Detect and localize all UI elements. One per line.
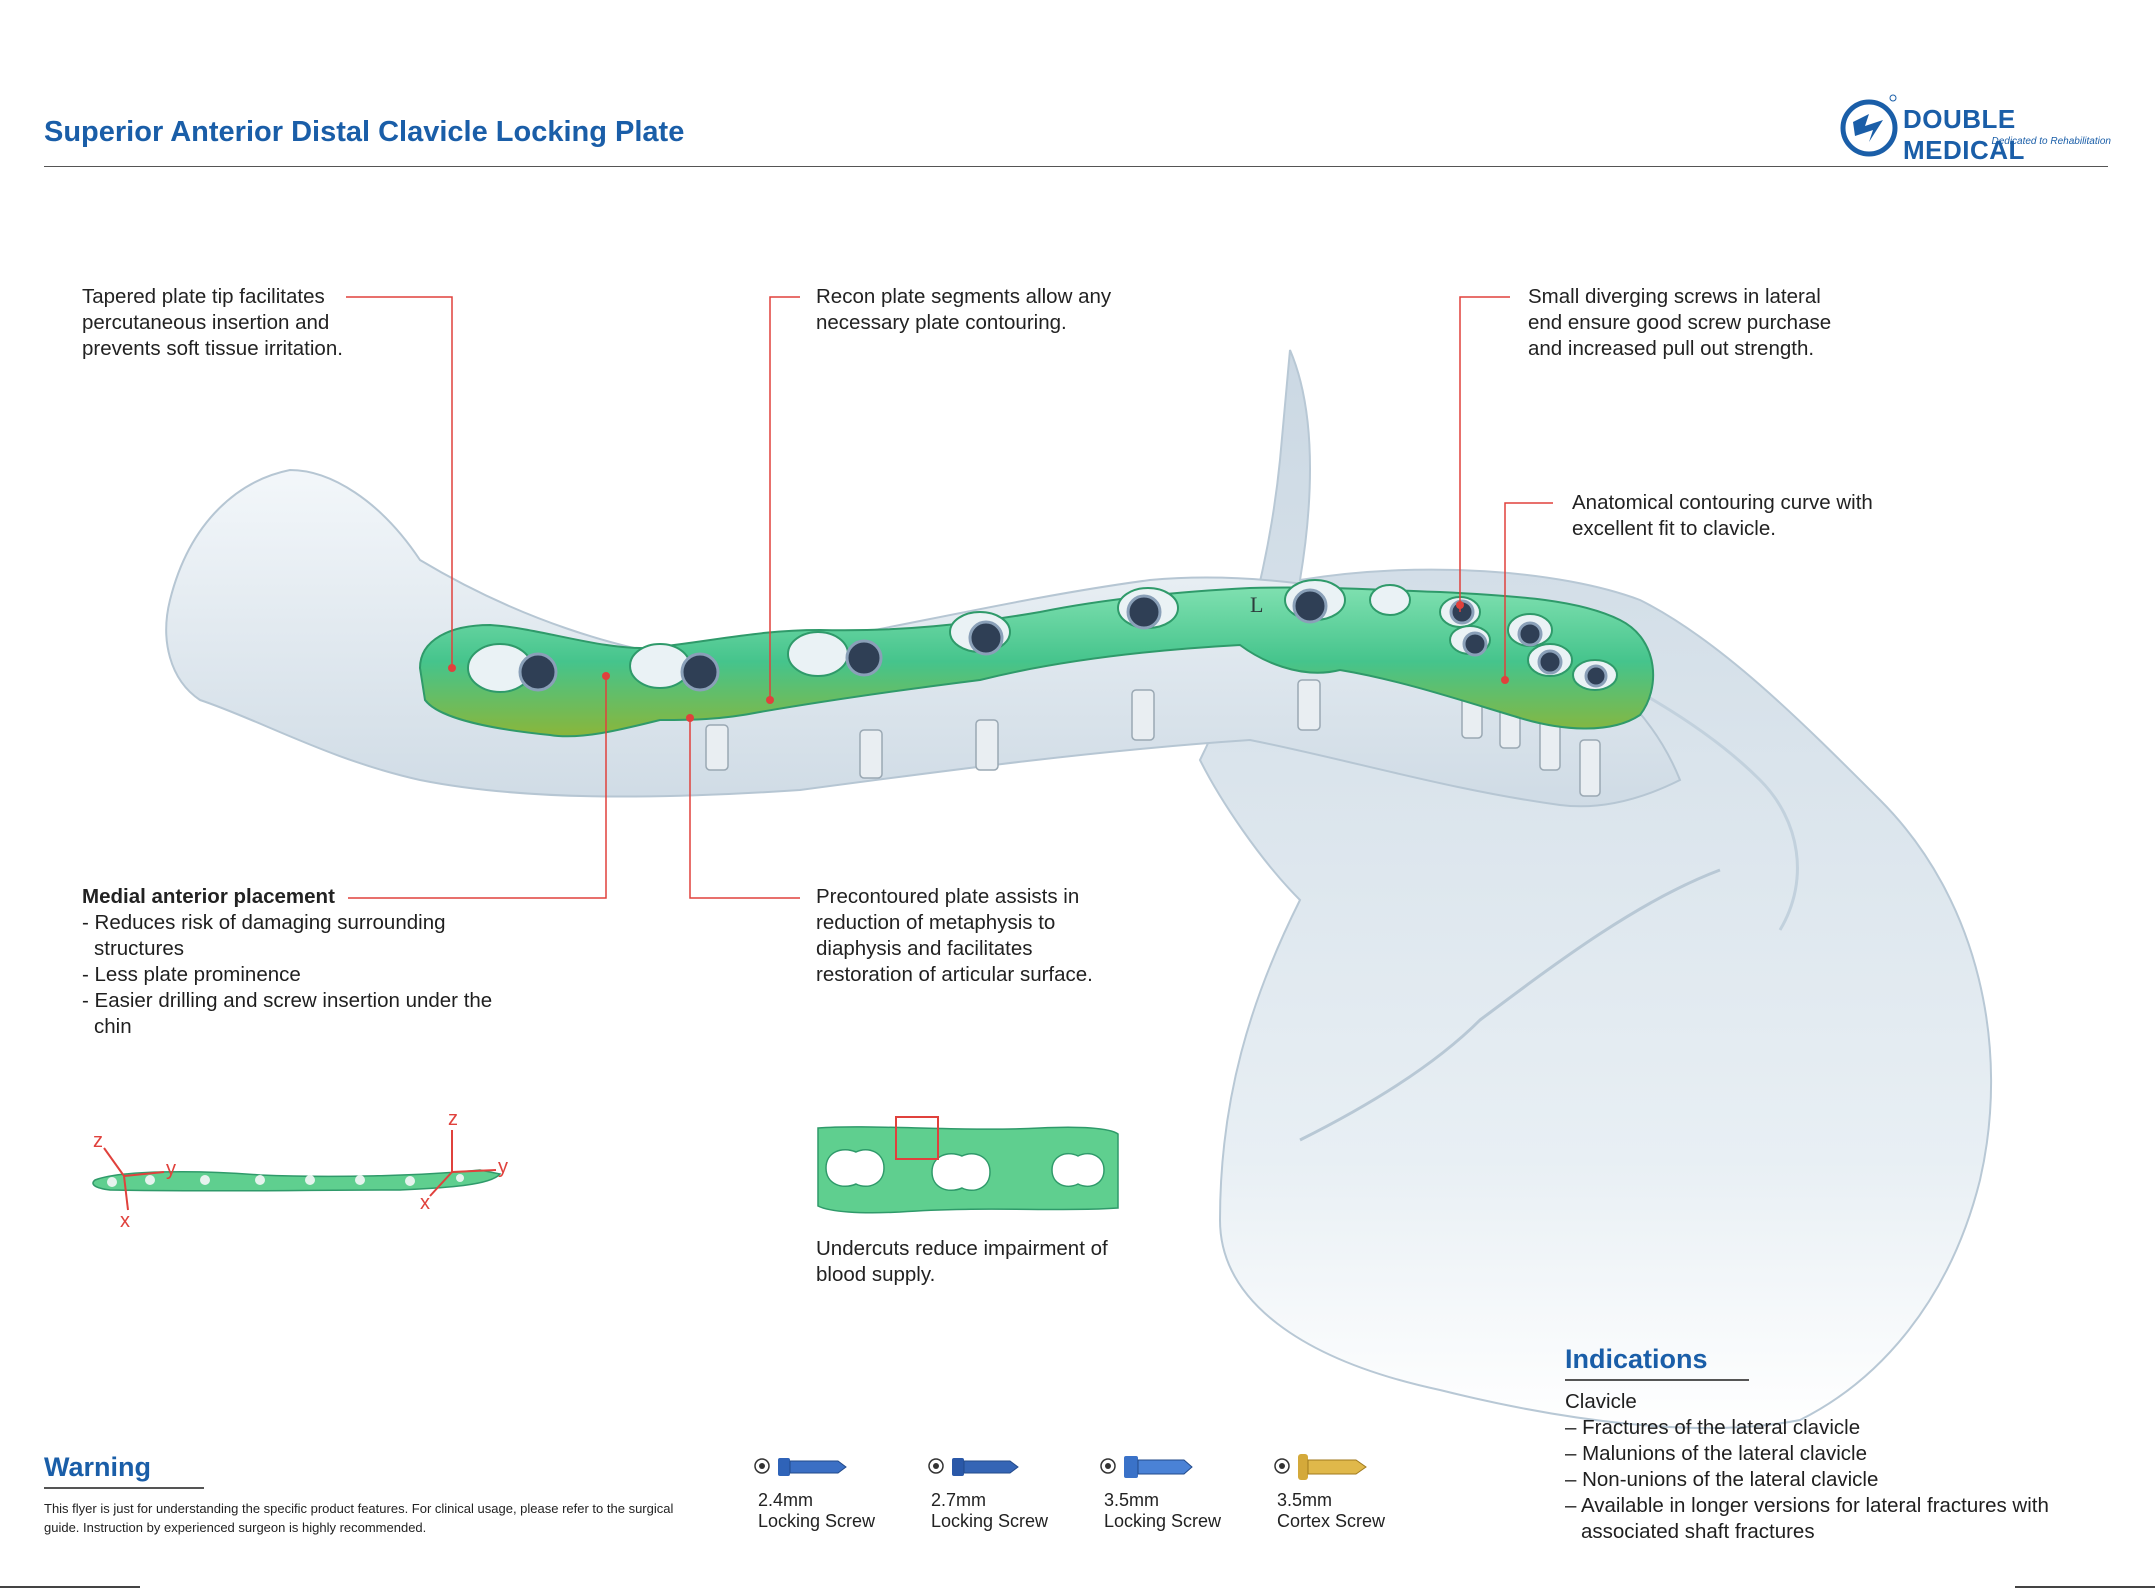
indication-item: – Fractures of the lateral clavicle [1565, 1416, 1861, 1439]
footer-mark-left [0, 1586, 140, 1588]
screw-2-7-icon [928, 1458, 1019, 1476]
undercut-plate-view [817, 1116, 1119, 1214]
screw-type: Cortex Screw [1277, 1511, 1386, 1531]
warning-heading: Warning [44, 1452, 151, 1482]
screw-label-2: 2.7mm Locking Screw [931, 1490, 1048, 1532]
indications-list: Clavicle – Fractures of the lateral clav… [1565, 1389, 2125, 1545]
medial-item: - Easier drilling and screw insertion un… [82, 989, 493, 1038]
brand-logo: DOUBLE MEDICAL Dedicated to Rehabilitati… [1839, 92, 2111, 165]
medial-item: - Less plate prominence [82, 963, 301, 986]
indication-item: – Malunions of the lateral clavicle [1565, 1442, 1867, 1465]
axis-y-label-left: y [166, 1158, 176, 1180]
indications-group: Clavicle [1565, 1390, 1637, 1413]
screw-size: 3.5mm [1104, 1490, 1160, 1510]
callout-tapered-tip: Tapered plate tip facilitates percutaneo… [82, 285, 343, 360]
callout-recon-segments: Recon plate segments allow any necessary… [816, 285, 1112, 334]
warning-section: Warning This flyer is just for understan… [44, 1452, 674, 1537]
brand-name: DOUBLE MEDICAL [1903, 104, 2025, 165]
screw-label-4: 3.5mm Cortex Screw [1277, 1490, 1385, 1532]
screw-type: Locking Screw [758, 1511, 876, 1531]
screw-type: Locking Screw [1104, 1511, 1222, 1531]
callout-precontoured: Precontoured plate assists in reduction … [816, 885, 1093, 986]
screw-size: 3.5mm [1277, 1490, 1333, 1510]
screw-heads [518, 588, 1608, 692]
plate-marking: L [1250, 592, 1263, 617]
screw-label-3: 3.5mm Locking Screw [1104, 1490, 1221, 1532]
scapula-spine [1299, 868, 1721, 1142]
brand-tagline: Dedicated to Rehabilitation [1991, 136, 2111, 147]
page-title: Superior Anterior Distal Clavicle Lockin… [44, 116, 685, 148]
indication-item: – Available in longer versions for later… [1565, 1494, 2049, 1543]
warning-underline [44, 1487, 204, 1489]
screw-2-4-icon [754, 1458, 847, 1476]
footer-mark-right [2015, 1586, 2155, 1588]
logo-mark-icon [1840, 94, 1898, 157]
axis-z-label-left: z [93, 1130, 103, 1152]
indications-underline [1565, 1379, 1749, 1381]
locking-plate [418, 586, 1655, 738]
screw-type: Locking Screw [931, 1511, 1049, 1531]
callout-diverging-screws: Small diverging screws in lateral end en… [1528, 285, 1832, 360]
indications-heading: Indications [1565, 1344, 1708, 1374]
indication-item: – Non-unions of the lateral clavicle [1565, 1468, 1879, 1491]
screw-3-5-locking-icon [1100, 1456, 1193, 1478]
plate-axes-diagram [92, 1130, 502, 1211]
screw-icons [754, 1454, 1367, 1480]
indications-section: Indications Clavicle – Fractures of the … [1565, 1344, 2125, 1545]
screw-label-1: 2.4mm Locking Screw [758, 1490, 875, 1532]
axis-y-label-right: y [498, 1156, 508, 1178]
leader-lines [346, 296, 1553, 899]
leader-dots [448, 601, 1509, 722]
axis-x-label-left: x [120, 1210, 130, 1232]
medial-heading: Medial anterior placement [82, 885, 335, 908]
medial-item: - Reduces risk of damaging surrounding s… [82, 911, 446, 960]
screw-size: 2.4mm [758, 1490, 814, 1510]
axis-z-label-right: z [448, 1108, 458, 1130]
medial-placement-block: Medial anterior placement - Reduces risk… [82, 884, 502, 1040]
axis-x-label-right: x [420, 1192, 430, 1214]
header-divider [44, 166, 2108, 167]
screw-3-5-cortex-icon [1274, 1454, 1367, 1480]
callout-undercuts: Undercuts reduce impairment of blood sup… [816, 1237, 1108, 1286]
warning-text: This flyer is just for understanding the… [44, 1501, 674, 1535]
medial-list: - Reduces risk of damaging surrounding s… [82, 910, 502, 1040]
callout-anatomical-curve: Anatomical contouring curve with excelle… [1572, 491, 1873, 540]
screw-size: 2.7mm [931, 1490, 987, 1510]
